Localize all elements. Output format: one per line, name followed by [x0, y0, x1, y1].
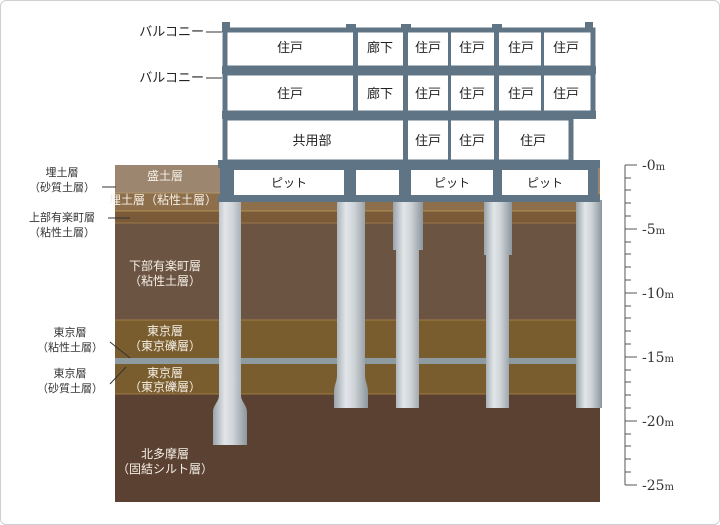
- label-umetsuchi-sand-2: （砂質土層）: [29, 180, 95, 194]
- floor1-corridor: 廊下: [367, 40, 393, 56]
- label-tokyo-gravel-2a: 東京層: [147, 366, 183, 380]
- pile-3: [393, 200, 423, 408]
- pit-label-1: ピット: [271, 176, 307, 190]
- layer-kitatama: [115, 394, 600, 502]
- balcony-label-1: バルコニー: [139, 25, 204, 40]
- depth-tick-20: -20m: [642, 414, 675, 430]
- floor3-unit-2: 住戸: [459, 134, 485, 149]
- piles: [213, 200, 602, 445]
- floor1-unit-2: 住戸: [415, 41, 441, 56]
- label-tokyo-gravel-1a: 東京層: [147, 324, 183, 338]
- depth-scale: [624, 164, 637, 486]
- outside-layer-labels: 埋土層 （砂質土層） 上部有楽町層 （粘性土層） 東京層 （粘性土層） 東京層 …: [29, 166, 131, 395]
- floor1-unit-4: 住戸: [508, 41, 534, 56]
- floor2-unit-5: 住戸: [553, 87, 579, 102]
- depth-tick-0: -0m: [642, 158, 666, 174]
- label-morido: 盛土層: [147, 168, 183, 183]
- depth-tick-15: -15m: [642, 350, 675, 366]
- pile-2: [334, 200, 368, 408]
- label-kitatama-2: （固結シルト層）: [117, 462, 213, 476]
- floor2-unit-3: 住戸: [459, 87, 485, 102]
- floor2-unit-4: 住戸: [508, 87, 534, 102]
- floor3-common-area: 共用部: [292, 134, 331, 149]
- label-kami-yurakucho-2: （粘性土層）: [29, 225, 95, 239]
- label-kami-yurakucho-1: 上部有楽町層: [29, 210, 95, 224]
- label-umetsuchi-clay: 埋土層（粘性土層）: [109, 192, 217, 207]
- label-shimo-yurakucho-2: （粘性土層）: [129, 273, 201, 288]
- label-tokyo-clay-2: （粘性土層）: [37, 340, 103, 354]
- building: 住戸 廊下 住戸 住戸 住戸 住戸 住戸 廊下 住戸 住戸 住戸 住戸 共用部 …: [139, 22, 600, 202]
- pile-5: [576, 200, 602, 408]
- floor2-unit-1: 住戸: [277, 87, 303, 102]
- floor1-unit-1: 住戸: [277, 41, 303, 56]
- depth-tick-25: -25m: [642, 478, 675, 494]
- depth-labels: -0m -5m -10m -15m -20m -25m: [642, 158, 675, 494]
- label-tokyo-sand-2: （砂質土層）: [37, 381, 103, 395]
- pile-4: [484, 200, 512, 408]
- floor1-unit-5: 住戸: [553, 41, 579, 56]
- floor3-unit-1: 住戸: [415, 134, 441, 149]
- depth-tick-10: -10m: [642, 286, 675, 302]
- balcony-label-2: バルコニー: [139, 71, 204, 86]
- floor2-corridor: 廊下: [367, 86, 393, 102]
- label-tokyo-gravel-2b: （東京礫層）: [129, 379, 201, 394]
- label-kitatama-1: 北多摩層: [141, 446, 189, 461]
- pile-1: [213, 200, 247, 445]
- label-umetsuchi-sand-1: 埋土層: [46, 166, 79, 179]
- label-shimo-yurakucho-1: 下部有楽町層: [129, 258, 201, 273]
- pit-label-3: ピット: [527, 176, 563, 190]
- label-tokyo-clay-1: 東京層: [54, 325, 87, 339]
- inside-layer-labels: 盛土層 埋土層（粘性土層） 下部有楽町層 （粘性土層） 東京層 （東京礫層） 東…: [109, 168, 217, 476]
- label-tokyo-gravel-1b: （東京礫層）: [129, 338, 201, 353]
- label-tokyo-sand-1: 東京層: [54, 366, 87, 380]
- pit-label-2: ピット: [434, 176, 470, 190]
- floor1-unit-3: 住戸: [459, 41, 485, 56]
- depth-tick-5: -5m: [642, 222, 666, 238]
- floor2-unit-2: 住戸: [415, 87, 441, 102]
- floor3-unit-3: 住戸: [520, 134, 546, 149]
